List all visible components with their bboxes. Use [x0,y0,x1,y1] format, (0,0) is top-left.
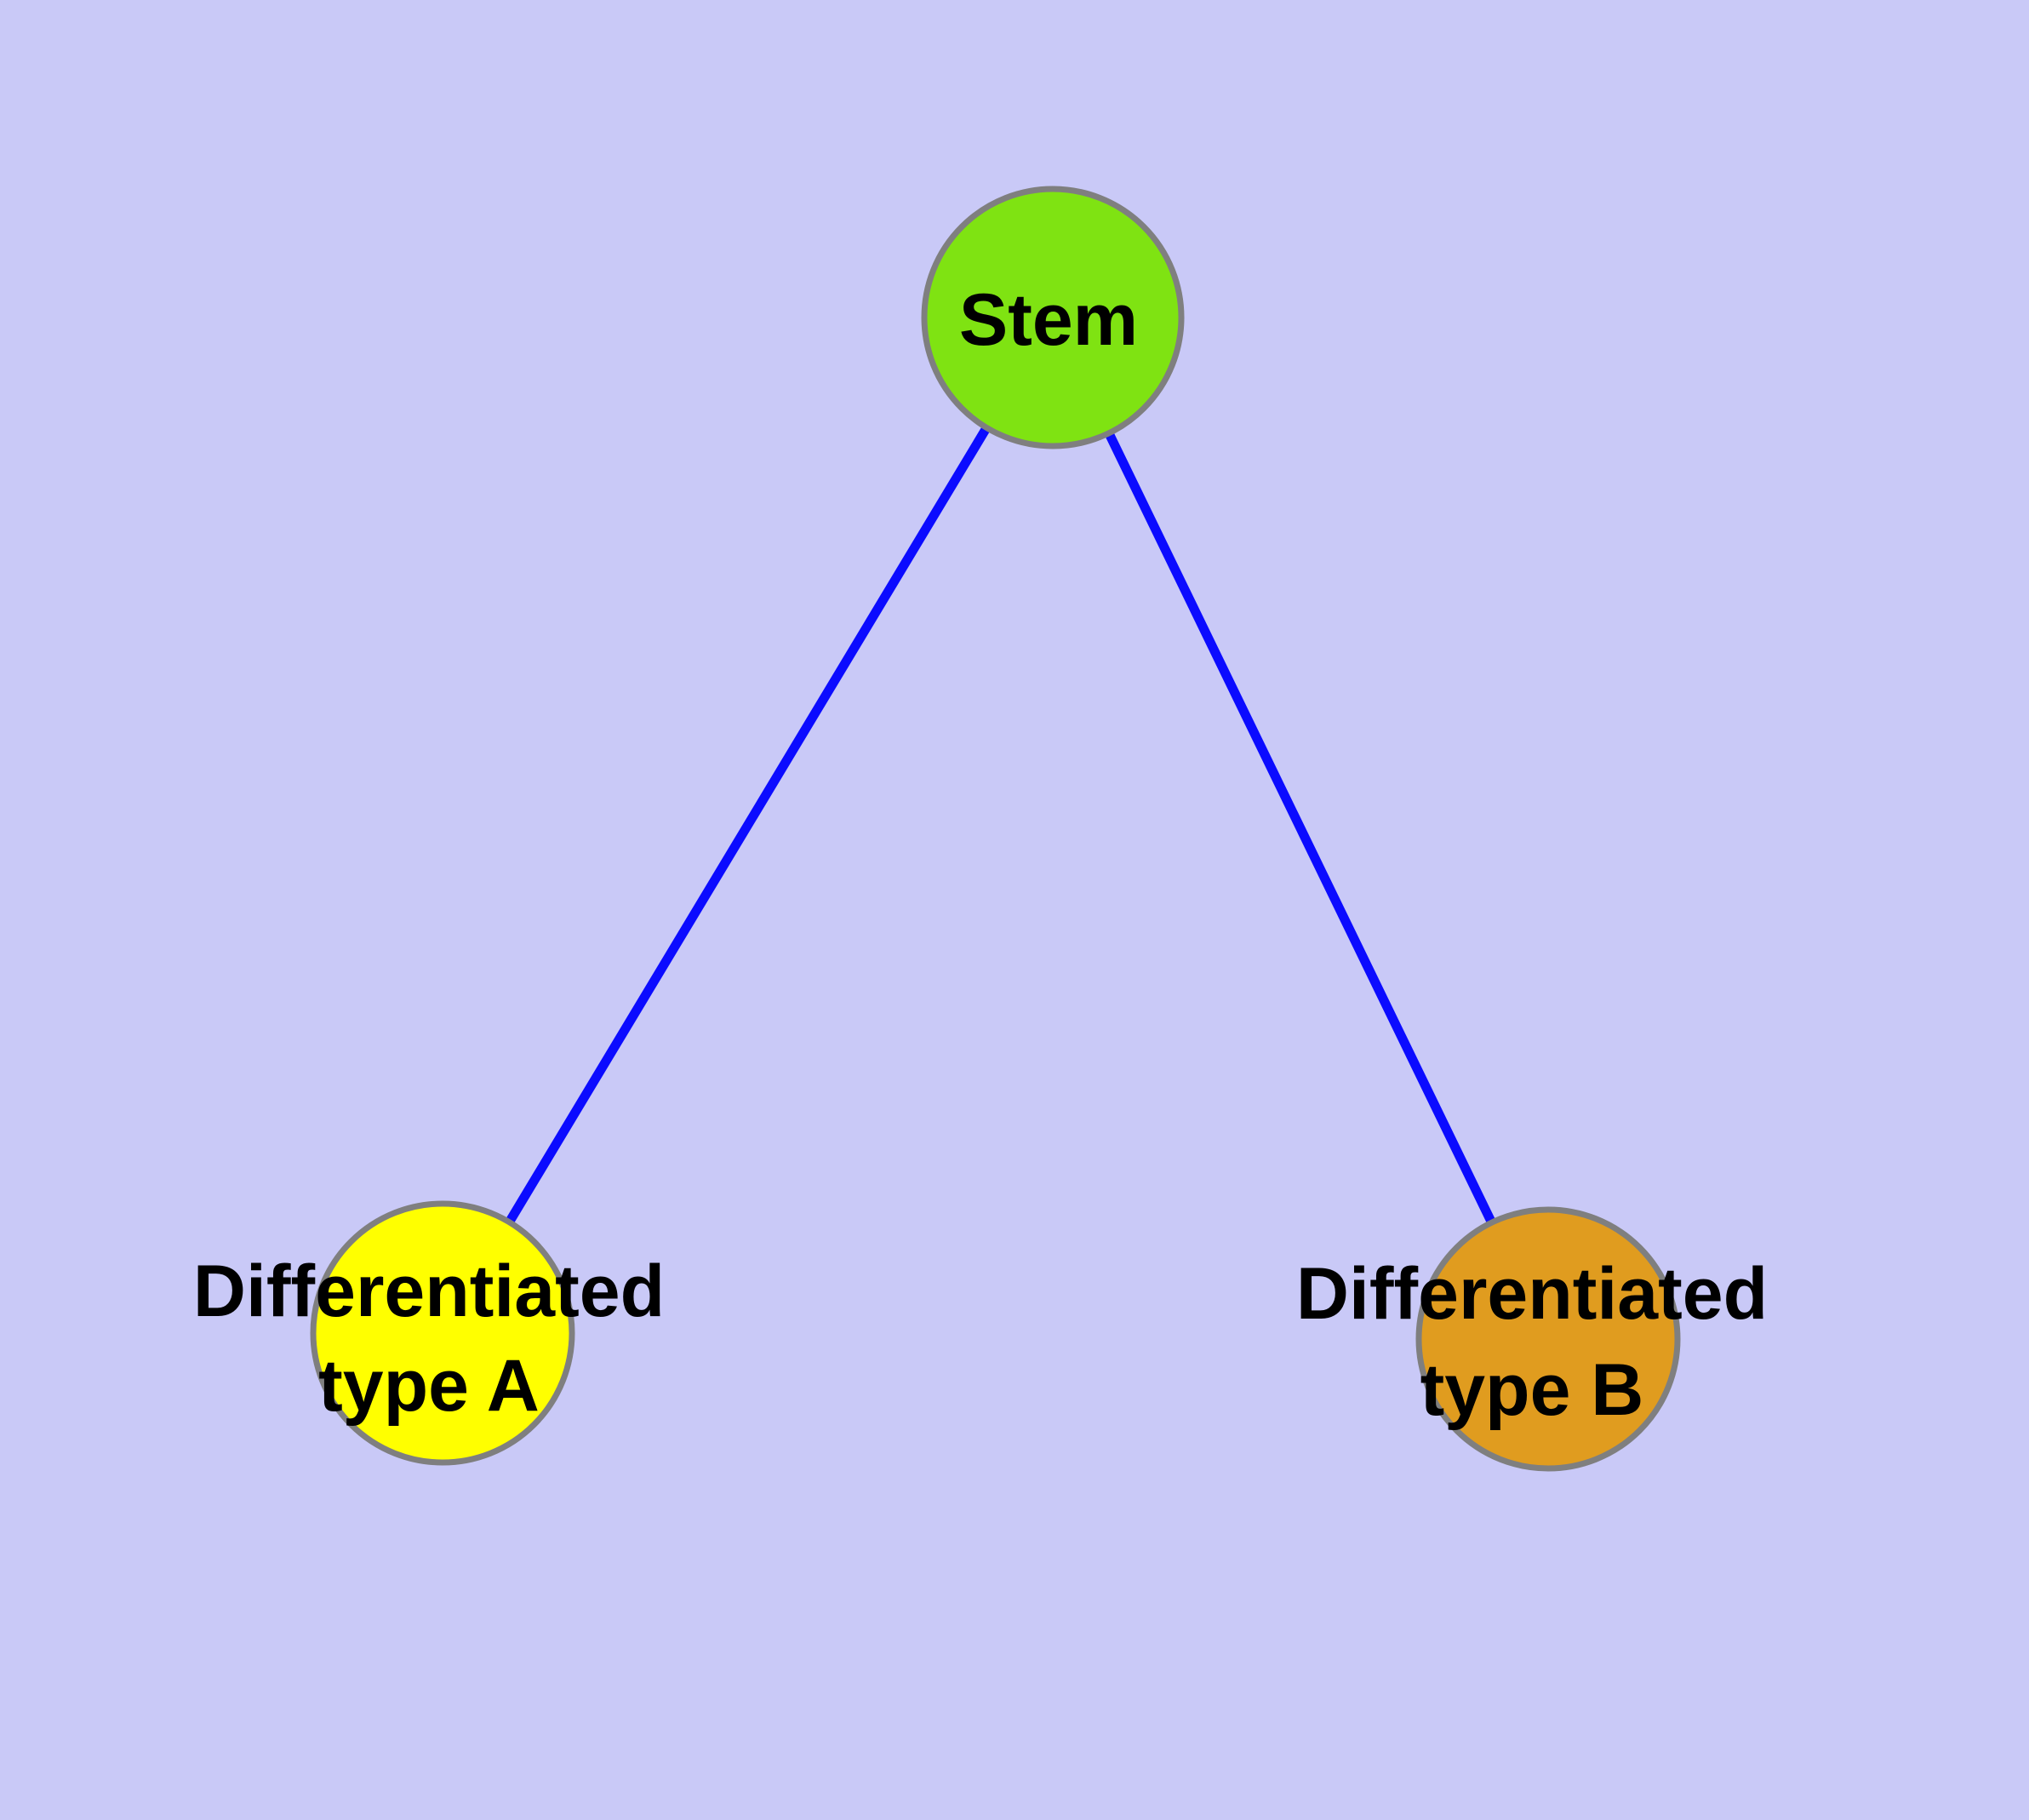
edge-stem-to-type-b [1048,312,1553,1344]
node-type-b-label-line2: type B [1420,1349,1644,1431]
node-stem: Stem [921,186,1185,449]
node-type-a-circle [310,1200,575,1466]
node-stem-label: Stem [959,279,1138,361]
node-differentiated-type-b: Differentiated type B [1296,1206,1768,1472]
node-type-b-label-line1: Differentiated [1296,1253,1768,1335]
node-type-a-label-line2: type A [318,1345,540,1427]
edge-stem-to-type-a [437,312,1058,1338]
node-differentiated-type-a: Differentiated type A [193,1200,665,1466]
node-type-b-circle [1415,1206,1681,1472]
edge-layer [437,312,1553,1344]
node-type-a-label-line1: Differentiated [193,1251,665,1332]
node-stem-circle [921,186,1185,449]
